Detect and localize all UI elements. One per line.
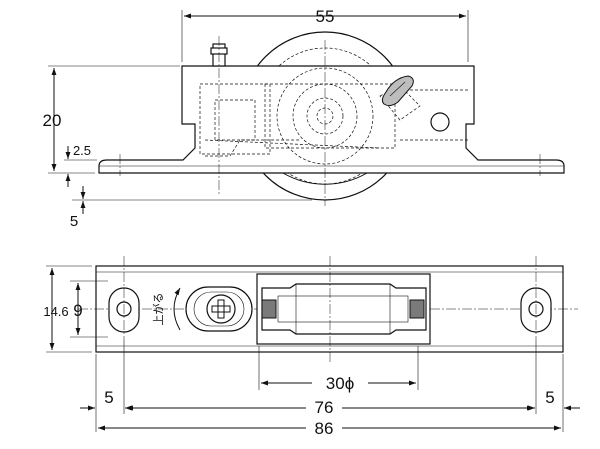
adjust-cam [381,75,414,107]
dim-5-left: 5 [104,388,113,407]
cam-edge [389,81,406,97]
dim-55: 55 [316,7,335,26]
housing-right-hole [430,112,450,132]
dim-14-6: 14.6 [43,304,68,319]
adjust-arrow [173,287,181,331]
dim-5-right: 5 [545,388,554,407]
dim-9: 9 [73,301,82,320]
dim-76: 76 [315,398,334,417]
side-view: 55 20 2.5 5 [43,7,565,230]
adjust-label: 上がる [151,293,165,326]
housing-body [98,65,565,174]
dim-86: 86 [315,419,334,438]
adjust-screw[interactable] [185,286,253,332]
dim-2-5: 2.5 [73,143,91,158]
dim-30-phi: 30ϕ [326,374,354,393]
dim-5-side: 5 [70,213,78,230]
wheel-window [256,273,431,345]
dim-20: 20 [43,111,62,130]
right-mount-hole [520,256,552,340]
top-view: 上がる 14.6 9 30ϕ [43,256,580,438]
left-mount-hole [108,256,140,340]
